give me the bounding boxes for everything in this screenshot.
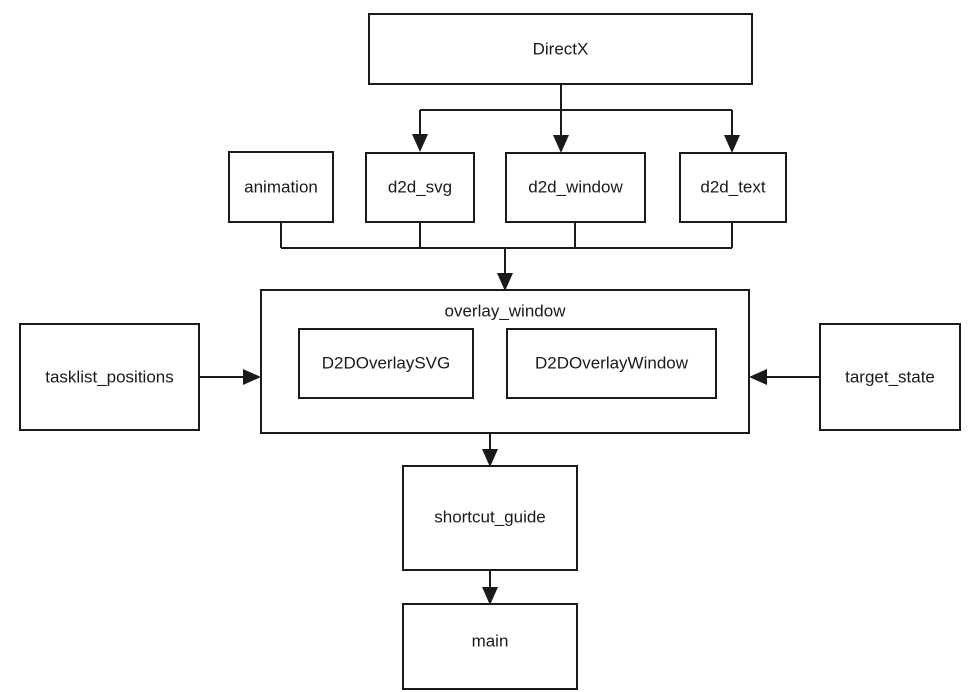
node-target-state[interactable]: target_state xyxy=(819,323,961,431)
arrow-head-main xyxy=(482,587,498,605)
node-animation-label: animation xyxy=(244,177,318,196)
node-d2doverlaysvg[interactable]: D2DOverlaySVG xyxy=(298,328,474,399)
node-target-state-label: target_state xyxy=(845,367,935,386)
node-d2d-text-box[interactable] xyxy=(679,152,787,223)
node-main-box[interactable] xyxy=(402,603,578,690)
node-directx-label: DirectX xyxy=(533,39,589,58)
node-main-label: main xyxy=(472,631,509,650)
node-d2doverlaywindow-label: D2DOverlayWindow xyxy=(535,353,689,372)
node-d2d-window[interactable]: d2d_window xyxy=(505,152,646,223)
node-d2doverlaywindow[interactable]: D2DOverlayWindow xyxy=(506,328,717,399)
node-tasklist-positions-label: tasklist_positions xyxy=(45,367,174,386)
node-d2d-svg[interactable]: d2d_svg xyxy=(365,152,475,223)
node-d2d-svg-label: d2d_svg xyxy=(388,177,452,196)
edge-layer xyxy=(199,84,820,605)
node-overlay-window-label: overlay_window xyxy=(445,301,567,320)
node-tasklist-positions[interactable]: tasklist_positions xyxy=(19,323,200,431)
arrow-head-d2dwindow xyxy=(553,135,569,153)
node-d2d-svg-box[interactable] xyxy=(365,152,475,223)
node-d2doverlaysvg-box[interactable] xyxy=(298,328,474,399)
node-shortcut-guide[interactable]: shortcut_guide xyxy=(402,465,578,571)
arrow-head-overlay-window-top xyxy=(497,273,513,291)
node-d2doverlaysvg-label: D2DOverlaySVG xyxy=(322,353,450,372)
node-d2d-text-label: d2d_text xyxy=(700,177,765,196)
node-shortcut-guide-box[interactable] xyxy=(402,465,578,571)
node-main[interactable]: main xyxy=(402,603,578,690)
node-target-state-box[interactable] xyxy=(819,323,961,431)
node-shortcut-guide-label: shortcut_guide xyxy=(434,507,546,526)
arrow-head-shortcut-guide xyxy=(482,449,498,467)
node-d2d-window-label: d2d_window xyxy=(528,177,623,196)
node-d2doverlaywindow-box[interactable] xyxy=(506,328,717,399)
node-directx[interactable]: DirectX xyxy=(368,13,753,85)
node-tasklist-positions-box[interactable] xyxy=(19,323,200,431)
node-d2d-window-box[interactable] xyxy=(505,152,646,223)
node-animation[interactable]: animation xyxy=(228,151,334,223)
node-directx-box[interactable] xyxy=(368,13,753,85)
arrow-head-overlay-right xyxy=(749,369,767,385)
arrow-head-d2dtext xyxy=(724,135,740,153)
arrow-head-overlay-left xyxy=(243,369,261,385)
arrow-head-d2dsvg xyxy=(412,134,428,152)
node-d2d-text[interactable]: d2d_text xyxy=(679,152,787,223)
node-animation-box[interactable] xyxy=(228,151,334,223)
